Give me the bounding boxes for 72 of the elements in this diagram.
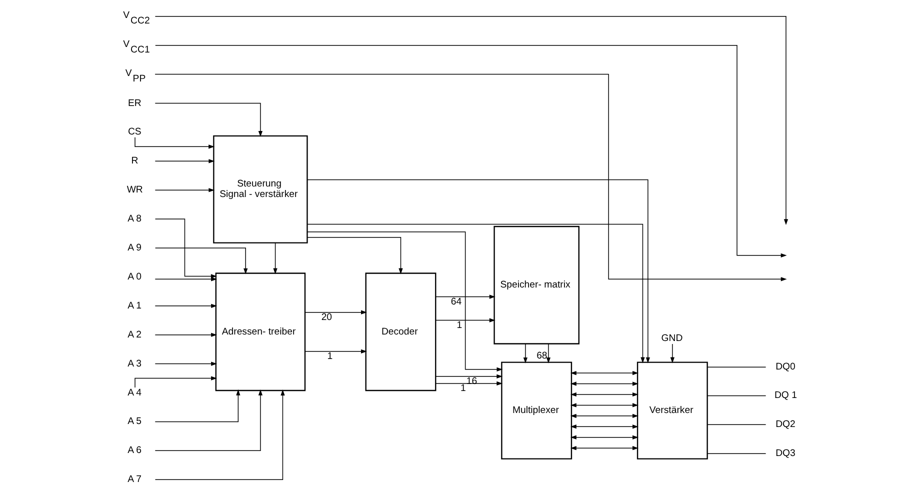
- node-text: A 1: [127, 300, 142, 312]
- arrow: [154, 45, 786, 258]
- node-text: A 4: [127, 387, 142, 398]
- arrow: [306, 224, 644, 364]
- arrow: [154, 102, 262, 137]
- arrow: [434, 318, 495, 322]
- arrow: [546, 343, 550, 364]
- connector: [706, 366, 766, 368]
- edge-label: 20: [320, 312, 332, 324]
- arrow: [570, 435, 638, 440]
- node-text: A 9: [127, 242, 142, 254]
- node-text: A 6: [127, 445, 142, 456]
- arrow: [154, 218, 216, 278]
- arrow: [154, 389, 240, 422]
- arrow: [154, 74, 786, 282]
- arrow: [570, 382, 638, 386]
- node-text: A 5: [127, 416, 142, 428]
- arrow: [570, 392, 638, 397]
- connector: [706, 453, 766, 454]
- arrow: [154, 304, 217, 308]
- node-box: Speicher- matrix: [493, 226, 579, 344]
- arrow: [304, 349, 366, 354]
- node-box: Multiplexer: [500, 362, 572, 460]
- edge-label: 64: [450, 296, 462, 308]
- arrow: [306, 232, 502, 372]
- arrow: [570, 403, 638, 408]
- node-text: A 3: [127, 358, 142, 370]
- arrow: [154, 390, 284, 480]
- arrow: [154, 277, 217, 282]
- node-text: DQ0: [775, 361, 795, 372]
- arrow: [306, 237, 402, 274]
- node-text: A 7: [127, 474, 142, 486]
- arrow: [154, 248, 248, 274]
- node-text: GND: [660, 333, 682, 344]
- arrow: [434, 294, 495, 299]
- node-text: R: [130, 156, 138, 167]
- arrow: [522, 343, 528, 364]
- node-text: A 0: [127, 271, 142, 282]
- arrow: [570, 370, 638, 376]
- arrow: [154, 332, 217, 337]
- node-text: WR: [126, 184, 142, 196]
- node-text: CS: [127, 126, 141, 138]
- node-box: Adressen- treiber: [214, 272, 306, 392]
- node-box: Verstärker: [636, 362, 708, 460]
- arrow: [434, 374, 502, 378]
- arrow: [570, 446, 638, 450]
- node-box: Steuerung Signal - verstärker: [212, 135, 308, 244]
- edge-label: 1: [326, 351, 332, 362]
- arrow: [154, 188, 214, 192]
- arrow: [570, 424, 638, 429]
- arrow: [570, 414, 638, 418]
- arrow: [306, 179, 650, 364]
- arrow: [154, 362, 217, 366]
- connector: [706, 424, 766, 426]
- arrow: [304, 310, 366, 314]
- arrow: [154, 389, 262, 451]
- node-text: A 2: [127, 329, 142, 340]
- edge-label: 1: [460, 383, 466, 394]
- arrow: [272, 242, 277, 274]
- node-box: Decoder: [364, 272, 436, 392]
- node-text: DQ 1: [774, 390, 796, 402]
- arrow: [434, 381, 502, 386]
- node-text: DQ2: [775, 419, 795, 430]
- edge-label: 1: [456, 320, 462, 331]
- edge-label: 68: [536, 350, 547, 362]
- node-text: A 8: [127, 214, 142, 225]
- connector: [706, 395, 766, 396]
- arrow: [670, 344, 674, 364]
- arrow: [154, 159, 214, 164]
- arrow: [154, 16, 788, 226]
- node-text: DQ3: [775, 448, 795, 460]
- node-text: ER: [127, 98, 141, 109]
